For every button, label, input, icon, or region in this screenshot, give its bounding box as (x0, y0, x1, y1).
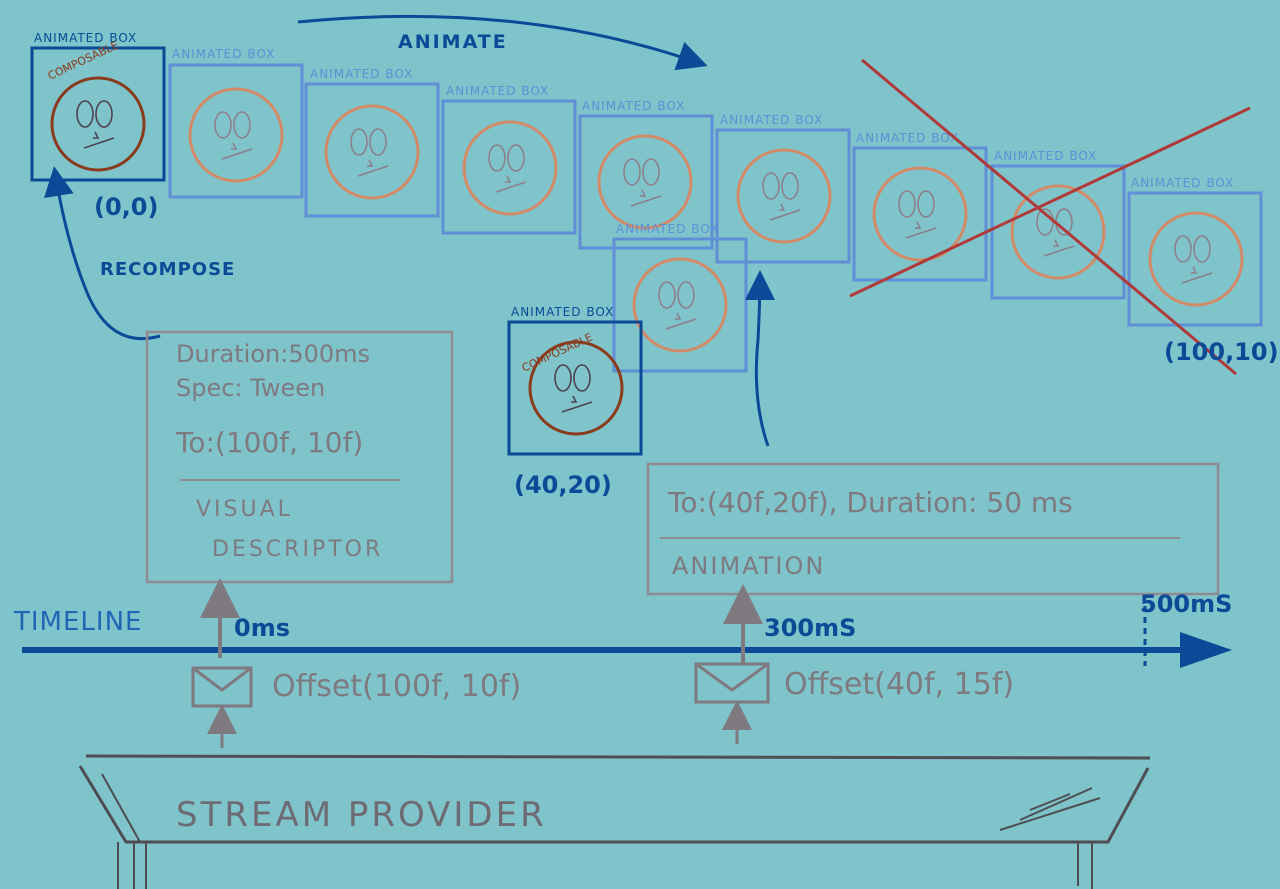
coord-end: (100,10) (1164, 338, 1279, 366)
vd-to: To:(100f, 10f) (175, 426, 363, 459)
ghost-box-2: ANIMATED BOX (304, 67, 440, 218)
box-label: ANIMATED BOX (1131, 176, 1234, 190)
coord-start: (0,0) (94, 193, 158, 221)
timeline: TIMELINE 0ms 300mS 500mS (13, 590, 1232, 668)
anim-to-duration: To:(40f,20f), Duration: 50 ms (667, 486, 1073, 519)
anim-title: ANIMATION (672, 552, 825, 580)
animation-box: To:(40f,20f), Duration: 50 ms ANIMATION (646, 462, 1220, 596)
timeline-label: TIMELINE (13, 607, 142, 637)
box-label: ANIMATED BOX (446, 84, 549, 98)
box-label: ANIMATED BOX (172, 47, 275, 61)
animate-arrow: ANIMATE (297, 14, 708, 71)
box-label: ANIMATED BOX (34, 31, 137, 45)
stream-provider-label: STREAM PROVIDER (176, 795, 547, 835)
box-label: ANIMATED BOX (511, 305, 614, 319)
box-label: ANIMATED BOX (994, 149, 1097, 163)
vd-duration: Duration:500ms (176, 340, 370, 368)
envelope-icon (191, 666, 253, 708)
box-label: ANIMATED BOX (720, 113, 823, 127)
vd-spec: Spec: Tween (176, 374, 325, 402)
animate-label: ANIMATE (398, 31, 508, 53)
ghost-box-7: ANIMATED BOX (990, 149, 1126, 300)
tick-500ms: 500mS (1140, 590, 1232, 618)
box-label: ANIMATED BOX (582, 99, 685, 113)
animation-arrow-up (744, 270, 775, 447)
ghost-box-mid: ANIMATED BOX (612, 222, 748, 373)
offset-1: Offset(100f, 10f) (272, 669, 521, 704)
cross-out-icon (849, 58, 1251, 376)
recompose-label: RECOMPOSE (100, 259, 235, 280)
ghost-box-6: ANIMATED BOX (852, 131, 988, 282)
stream-provider: STREAM PROVIDER (78, 754, 1151, 889)
tick-0ms: 0ms (234, 614, 290, 642)
vd-title-1: VISUAL (196, 497, 293, 522)
ghost-box-4: ANIMATED BOX (578, 99, 714, 250)
box-label: ANIMATED BOX (310, 67, 413, 81)
recompose-arrow: RECOMPOSE (44, 166, 235, 341)
arrow-icon (1180, 632, 1232, 668)
visual-descriptor-box: Duration:500ms Spec: Tween To:(100f, 10f… (145, 330, 454, 584)
animated-box-start: ANIMATED BOX COMPOSABLE (30, 31, 166, 182)
composable-label: COMPOSABLE (46, 39, 121, 83)
vd-title-2: DESCRIPTOR (212, 537, 383, 562)
ghost-box-5: ANIMATED BOX (715, 113, 851, 264)
animated-box-mid: ANIMATED BOX COMPOSABLE (507, 305, 643, 456)
coord-mid: (40,20) (514, 471, 612, 499)
offset-2: Offset(40f, 15f) (784, 667, 1014, 702)
ghost-box-8: ANIMATED BOX (1127, 176, 1263, 327)
tick-300ms: 300mS (764, 614, 856, 642)
ghost-box-3: ANIMATED BOX (441, 84, 577, 235)
ghost-box-1: ANIMATED BOX (168, 47, 304, 199)
envelope-icon (694, 662, 770, 704)
box-label: ANIMATED BOX (616, 222, 719, 236)
box-label: ANIMATED BOX (856, 131, 959, 145)
